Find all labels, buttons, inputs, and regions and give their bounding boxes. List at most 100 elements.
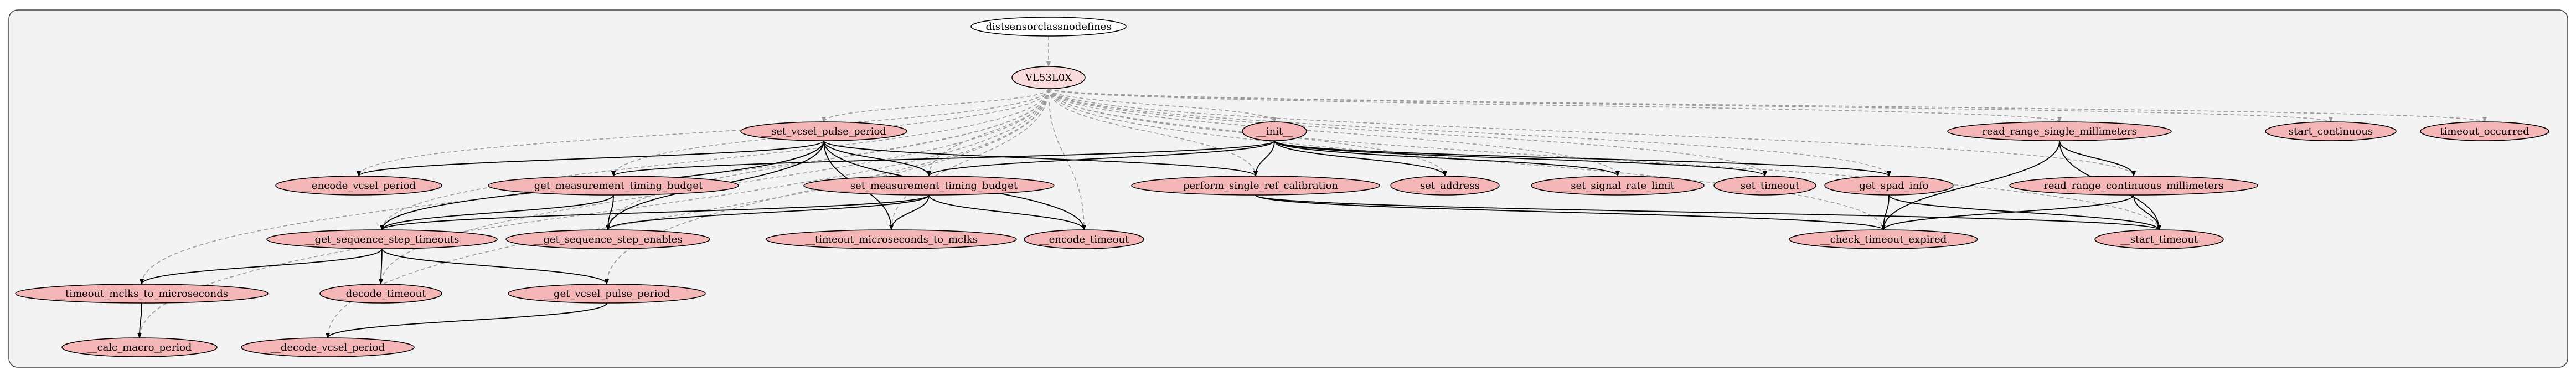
call-edge-init-to-set_mtb [927, 140, 1275, 177]
call-edge-timeout_mclks_to_us-to-calc_macro [137, 302, 142, 338]
node-shape [1390, 176, 1500, 196]
node-encode_vcsel[interactable]: __encode_vcsel_period [275, 176, 442, 196]
node-get_sse[interactable]: __get_sequence_step_enables [505, 229, 710, 249]
node-label: __get_vcsel_pulse_period [544, 288, 670, 300]
node-label: timeout_occurred [2440, 126, 2529, 137]
node-label: distsensorclassnodefines [985, 21, 1111, 33]
node-calc_macro[interactable]: __calc_macro_period [61, 337, 218, 357]
node-label: __set_timeout [1731, 180, 1800, 192]
call-edge-set_mtb-to-get_sst [380, 194, 930, 230]
node-encode_timeout[interactable]: __encode_timeout [1024, 229, 1144, 249]
call-edge-set_mtb-to-get_sse [606, 194, 930, 230]
node-shape [1947, 121, 2172, 141]
node-read_cont[interactable]: read_range_continuous_millimeters [2009, 176, 2258, 196]
call-edge-set_mtb-to-encode_timeout [928, 194, 1086, 230]
call-edge-init-to-get_mtb [611, 140, 1275, 177]
node-set_address[interactable]: __set_address [1390, 176, 1500, 196]
node-label: __decode_vcsel_period [271, 342, 385, 353]
node-shape [266, 229, 498, 249]
node-shape [2094, 229, 2224, 249]
node-distsensorclassnodefines[interactable]: distsensorclassnodefines [970, 17, 1127, 37]
node-shape [1531, 176, 1705, 196]
node-label: __encode_vcsel_period [302, 180, 416, 192]
dashed-edge-VL53L0X-to-read_cont [1048, 88, 2136, 177]
call-edge-init-to-set_srl [1274, 140, 1620, 177]
call-edge-init-to-set_timeout [1274, 140, 1767, 177]
node-get_sst[interactable]: __get_sequence_step_timeouts [266, 229, 498, 249]
node-start_cont[interactable]: start_continuous [2265, 121, 2397, 141]
call-edge-read_single-to-read_cont [2059, 140, 2136, 177]
call-edge-perform_cal-to-check_timeout [1255, 194, 1886, 230]
node-set_timeout[interactable]: __set_timeout [1713, 176, 1816, 196]
node-get_spad[interactable]: __get_spad_info [1824, 176, 1954, 196]
dashed-edge-VL53L0X-to-encode_vcsel [357, 88, 1049, 177]
node-timeout_mclks_to_us[interactable]: __timeout_mclks_to_microseconds [15, 284, 269, 304]
node-shape [1242, 121, 1307, 141]
node-set_vcsel[interactable]: __set_vcsel_pulse_period [740, 121, 907, 141]
node-shape [1824, 176, 1954, 196]
call-edge-read_cont-to-check_timeout [1881, 194, 2134, 230]
node-shape [508, 284, 706, 304]
dashed-edge-VL53L0X-to-timeout_us_to_mclks [889, 88, 1049, 230]
node-shape [319, 284, 442, 304]
node-decode_vcsel[interactable]: __decode_vcsel_period [241, 337, 415, 357]
node-label: __get_sequence_step_timeouts [305, 234, 460, 245]
call-edge-get_vcsel-to-decode_vcsel [326, 302, 607, 338]
call-edge-get_spad-to-check_timeout [1881, 194, 1890, 230]
node-shape [1131, 176, 1380, 196]
node-init[interactable]: __init__ [1242, 121, 1307, 141]
node-label: __perform_single_ref_calibration [1173, 180, 1338, 192]
node-label: read_range_continuous_millimeters [2043, 180, 2224, 192]
node-read_single[interactable]: read_range_single_millimeters [1947, 121, 2172, 141]
node-shape [2265, 121, 2397, 141]
node-label: __calc_macro_period [87, 342, 192, 353]
node-shape [241, 337, 415, 357]
node-shape [803, 176, 1055, 196]
call-edge-set_vcsel-to-perform_cal [823, 140, 1258, 177]
node-start_timeout[interactable]: __start_timeout [2094, 229, 2224, 249]
node-shape [1024, 229, 1144, 249]
node-shape [2009, 176, 2258, 196]
dashed-edge-VL53L0X-to-init [1048, 88, 1277, 122]
node-get_vcsel[interactable]: __get_vcsel_pulse_period [508, 284, 706, 304]
node-label: __start_timeout [2120, 234, 2198, 245]
call-edge-get_spad-to-start_timeout [1888, 194, 2161, 230]
dashed-edge-VL53L0X-to-get_sse [606, 88, 1049, 230]
call-edge-set_mtb-to-timeout_us_to_mclks [889, 194, 930, 230]
solid-edges-group [137, 140, 2161, 338]
dashed-edge-VL53L0X-to-timeout_occ [1048, 88, 2487, 122]
node-shape [488, 176, 739, 196]
node-label: read_range_single_millimeters [1982, 126, 2137, 137]
node-label: __encode_timeout [1039, 234, 1129, 245]
node-check_timeout[interactable]: __check_timeout_expired [1789, 229, 1978, 249]
dashed-edge-VL53L0X-to-get_sst [380, 88, 1049, 230]
node-label: __set_signal_rate_limit [1561, 180, 1675, 192]
call-edge-get_sst-to-decode_timeout [379, 248, 384, 285]
node-perform_cal[interactable]: __perform_single_ref_calibration [1131, 176, 1380, 196]
node-shape [1011, 66, 1086, 89]
node-label: __check_timeout_expired [1820, 234, 1947, 245]
call-edge-get_sst-to-timeout_mclks_to_us [140, 248, 383, 285]
call-edge-get_sst-to-get_vcsel [381, 248, 609, 285]
node-set_srl[interactable]: __set_signal_rate_limit [1531, 176, 1705, 196]
dashed-edge-VL53L0X-to-check_timeout [1048, 88, 1886, 230]
node-label: VL53L0X [1025, 72, 1072, 84]
node-get_mtb[interactable]: __get_measurement_timing_budget [488, 176, 739, 196]
node-label: __get_spad_info [1849, 180, 1928, 192]
node-set_mtb[interactable]: __set_measurement_timing_budget [803, 176, 1055, 196]
node-label: __decode_timeout [336, 288, 426, 300]
node-shape [740, 121, 907, 141]
node-shape [15, 284, 269, 304]
node-decode_timeout[interactable]: __decode_timeout [319, 284, 442, 304]
dashed-edge-VL53L0X-to-perform_cal [1048, 88, 1258, 177]
node-VL53L0X[interactable]: VL53L0X [1011, 66, 1086, 89]
call-edge-init-to-get_spad [1274, 140, 1891, 177]
node-label: __init__ [1256, 126, 1293, 137]
dashed-edge-VL53L0X-to-set_timeout [1048, 88, 1767, 177]
node-label: __timeout_mclks_to_microseconds [55, 288, 228, 300]
node-timeout_us_to_mclks[interactable]: __timeout_microseconds_to_mclks [766, 229, 1017, 249]
node-shape [61, 337, 218, 357]
call-edge-init-to-perform_cal [1253, 140, 1275, 177]
node-timeout_occ[interactable]: timeout_occurred [2420, 121, 2549, 141]
